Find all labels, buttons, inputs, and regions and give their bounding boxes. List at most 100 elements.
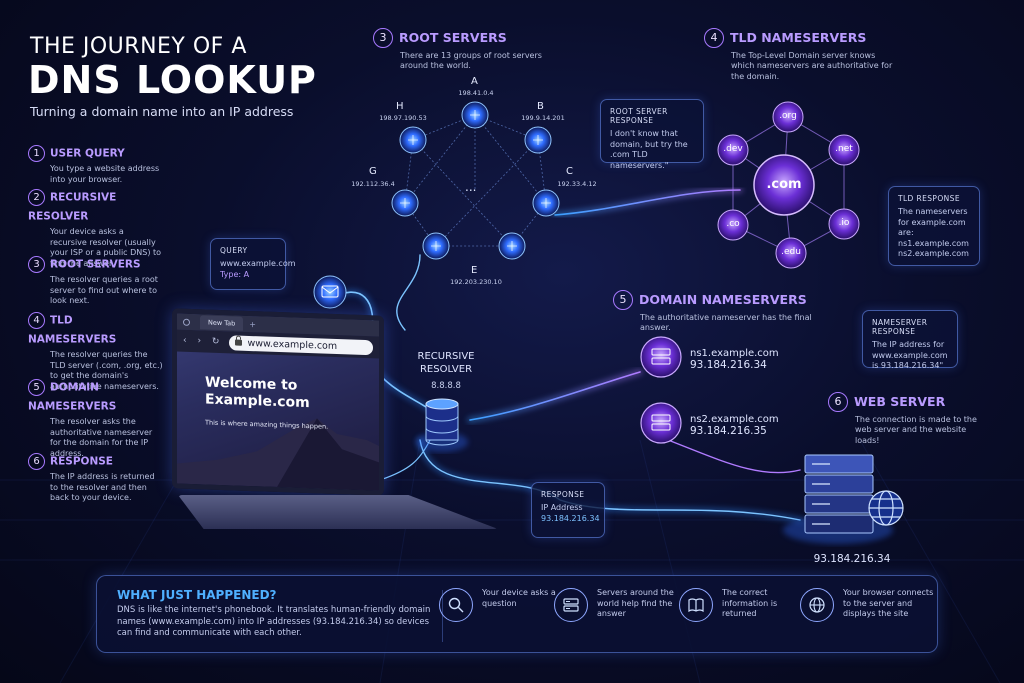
browser-tab[interactable]: New Tab [200,315,244,331]
tld-label-dev: .dev [723,144,743,154]
step-title: DOMAIN NAMESERVERS [28,381,117,413]
summary-item-connects: Your browser connects to the server and … [800,588,943,622]
ns2-name: ns2.example.com [690,414,779,425]
card-title: QUERY [220,246,248,255]
title-line-1: THE JOURNEY OF A [30,34,247,59]
query-card: QUERY www.example.com Type: A [210,238,296,290]
root-letter-a: A [471,76,478,87]
section-desc: There are 13 groups of root servers arou… [400,50,542,71]
step-title: TLD NAMESERVERS [28,314,117,346]
lock-icon [235,339,243,346]
ns1-ip: 93.184.216.34 [690,359,767,371]
step-6: 6 RESPONSE The IP address is returned to … [28,451,163,504]
card-body: The IP address for www.example.com is 93… [872,340,948,370]
title-line-2: DNS LOOKUP [28,58,317,102]
resolver-title-2: RESOLVER [419,364,473,375]
welcome-heading: Welcome to Example.com [205,374,310,412]
envelope-icon [313,275,347,309]
step-desc: You type a website address into your bro… [50,164,160,184]
tld-ns2: ns2.example.com [898,249,969,258]
section-number: 3 [373,27,393,48]
summary-item-ask: Your device asks a question [439,588,562,622]
step-number: 3 [28,256,45,273]
section-title: TLD NAMESERVERS [730,30,867,45]
tld-response-card: TLD RESPONSE The nameservers for example… [888,186,980,266]
summary-desc: DNS is like the internet's phonebook. It… [117,605,431,638]
root-response-card: ROOT SERVER RESPONSE I don't know that d… [600,99,704,170]
card-title: NAMESERVER RESPONSE [872,318,928,336]
resolver-ip: 8.8.8.8 [431,381,461,391]
root-ip-c: 192.33.4.12 [557,180,597,188]
step-number: 4 [28,312,45,329]
step-desc: The resolver queries a root server to fi… [50,275,158,305]
tld-node-co [717,209,749,241]
step-title: USER QUERY [50,147,125,160]
ns1-label: ns1.example.com 93.184.216.34 [690,348,779,371]
tld-node-dev [717,134,749,166]
nav-arrows-icon[interactable]: ‹ › ↻ [183,335,224,348]
section-desc: The Top-Level Domain server knows which … [731,50,893,81]
summary-item-text: Your browser connects to the server and … [843,588,934,618]
response-label: IP Address [541,503,583,512]
root-letter-c: C [566,166,573,177]
tld-label-org: .org [779,111,797,121]
step-number: 6 [28,453,45,470]
root-letter-e: E [471,265,478,276]
url-input[interactable]: www.example.com [229,334,373,355]
ns2-node [640,402,682,444]
tld-node-org [772,101,804,133]
card-title: RESPONSE [541,490,585,499]
root-more-ellipsis: ... [465,180,477,194]
tld-label-io: .io [838,218,850,228]
section-number: 6 [828,391,848,412]
summary-item-returned: The correct information is returned [679,588,802,622]
root-ip-a: 198.41.0.4 [458,89,494,97]
section-desc: The authoritative nameserver has the fin… [640,312,812,333]
step-title: RESPONSE [50,455,113,468]
step-number: 2 [28,189,45,206]
tld-hub-label: .com [766,177,802,192]
section-title: ROOT SERVERS [399,30,507,45]
subtitle: Turning a domain name into an IP address [30,104,294,119]
summary-item-servers: Servers around the world help find the a… [554,588,677,622]
step-number: 5 [28,379,45,396]
book-icon [679,588,713,622]
ns1-node [640,336,682,378]
section-number: 5 [613,289,633,310]
globe-icon [800,588,834,622]
section-desc: The connection is made to the web server… [855,414,977,445]
card-body: I don't know that domain, but try the .c… [610,129,688,170]
web-server-ip: 93.184.216.34 [813,553,891,565]
step-desc: The IP address is returned to the resolv… [50,472,155,502]
root-ip-h: 198.97.190.53 [379,114,427,122]
root-ip-e: 192.203.230.10 [450,278,502,286]
ns-response-card: NAMESERVER RESPONSE The IP address for w… [862,310,958,370]
server-icon [554,588,588,622]
card-title: ROOT SERVER RESPONSE [610,107,668,125]
tld-node-net [828,134,860,166]
summary-item-text: The correct information is returned [722,588,778,618]
card-body: The nameservers for example.com are: [898,207,968,237]
browser-menu-icon[interactable] [183,318,190,326]
laptop-screen: New Tab + ‹ › ↻ www.example.com Welcome … [172,308,384,496]
step-title: RECURSIVE RESOLVER [28,191,117,223]
query-type: Type: A [220,269,250,279]
step-desc: Your device asks a recursive resolver (u… [50,227,162,268]
step-number: 1 [28,145,45,162]
welcome-line-2: Example.com [205,391,310,412]
summary-panel: WHAT JUST HAPPENED? DNS is like the inte… [96,575,938,653]
mountain-image [177,418,384,491]
new-tab-plus-icon[interactable]: + [249,319,256,329]
section-number: 4 [704,27,724,48]
root-letter-h: H [396,101,404,112]
tld-label-edu: .edu [781,247,801,257]
ns1-name: ns1.example.com [690,348,779,359]
resolver-title-1: RECURSIVE [417,351,475,362]
